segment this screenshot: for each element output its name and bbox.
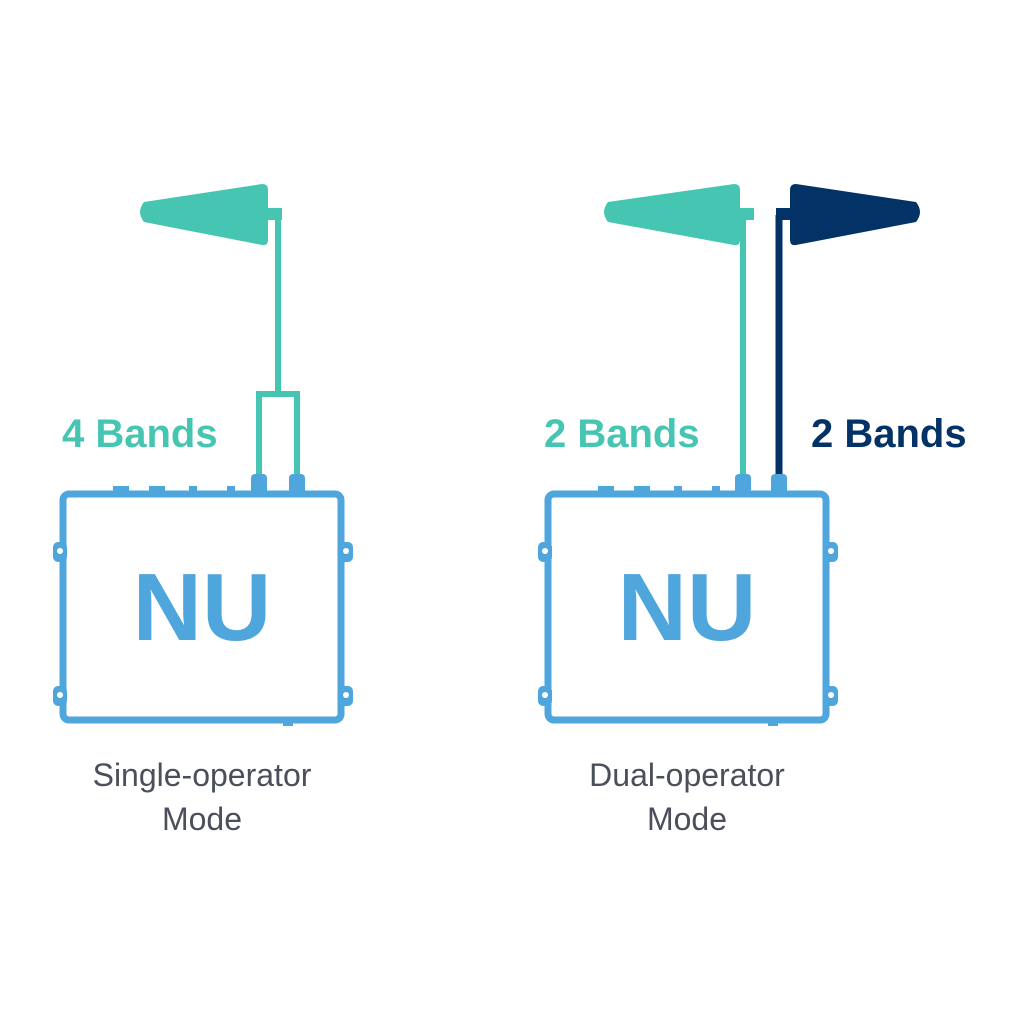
antenna-connector [735, 474, 751, 494]
single-caption-line2: Mode [162, 801, 242, 837]
mounting-hole [57, 548, 63, 554]
single-caption-line1: Single-operator [93, 757, 312, 793]
port [674, 486, 682, 494]
single-bands-label: 4 Bands [62, 412, 218, 456]
antenna-icon [140, 184, 268, 246]
port [634, 486, 650, 494]
port [712, 486, 720, 494]
mounting-hole [343, 692, 349, 698]
unit-box [59, 490, 345, 724]
antenna-connector [771, 474, 787, 494]
port [227, 486, 235, 494]
single-operator-panel [53, 184, 353, 726]
port [189, 486, 197, 494]
dual-operator-panel [538, 184, 920, 726]
port [113, 486, 129, 494]
antenna-icon [604, 184, 740, 246]
dual-caption-line1: Dual-operator [589, 757, 785, 793]
antenna-cable [256, 215, 300, 478]
dual-bands-label-b: 2 Bands [811, 412, 967, 456]
mounting-hole [828, 548, 834, 554]
mounting-hole [828, 692, 834, 698]
antenna-connector [289, 474, 305, 494]
bottom-tab [768, 718, 778, 726]
port [598, 486, 614, 494]
unit-box [544, 490, 830, 724]
mounting-hole [542, 692, 548, 698]
port [149, 486, 165, 494]
mounting-hole [343, 548, 349, 554]
single-unit-label: NU [133, 554, 272, 661]
antenna-connector [251, 474, 267, 494]
antenna-icon [790, 184, 920, 246]
mounting-hole [57, 692, 63, 698]
dual-bands-label-a: 2 Bands [544, 412, 700, 456]
dual-caption-line2: Mode [647, 801, 727, 837]
dual-unit-label: NU [618, 554, 757, 661]
mounting-hole [542, 548, 548, 554]
bottom-tab [283, 718, 293, 726]
